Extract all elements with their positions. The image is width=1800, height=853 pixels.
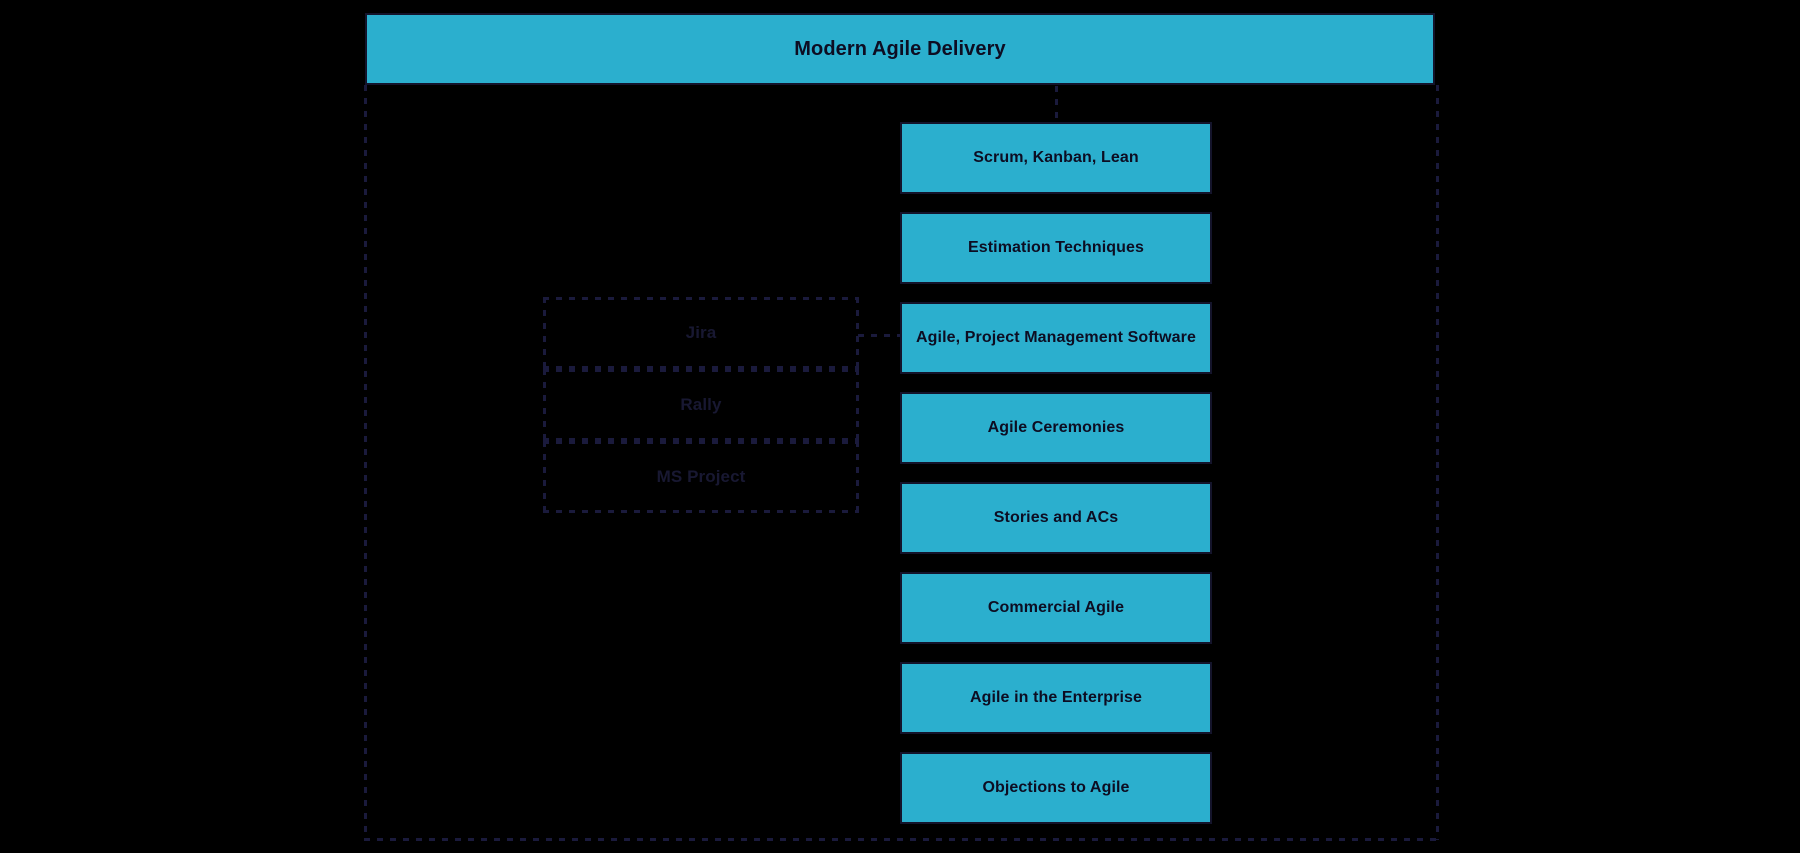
topic-label: Objections to Agile [982, 779, 1130, 797]
topic-label: Agile Ceremonies [987, 419, 1125, 437]
tool-box-ms-project[interactable]: MS Project [543, 441, 859, 513]
header-box[interactable]: Modern Agile Delivery [365, 13, 1435, 85]
topic-label: Commercial Agile [987, 599, 1125, 617]
tool-box-edge-left [543, 297, 546, 369]
topic-box-scrum-kanban-lean[interactable]: Scrum, Kanban, Lean [900, 122, 1212, 194]
tool-label: MS Project [656, 467, 746, 486]
tool-label: Rally [680, 395, 722, 414]
tool-box-edge-top [543, 297, 859, 300]
topic-box-agile-project-management-software[interactable]: Agile, Project Management Software [900, 302, 1212, 374]
tool-box-edge-bottom [543, 510, 859, 513]
tool-box-jira[interactable]: Jira [543, 297, 859, 369]
frame-bottom-dashed-line [364, 838, 1439, 841]
topic-label: Stories and ACs [993, 509, 1119, 527]
topic-box-objections-to-agile[interactable]: Objections to Agile [900, 752, 1212, 824]
tool-box-edge-left [543, 369, 546, 441]
topic-box-agile-in-the-enterprise[interactable]: Agile in the Enterprise [900, 662, 1212, 734]
topic-label: Agile in the Enterprise [969, 689, 1143, 707]
tools-group: Jira Rally MS Project [543, 297, 859, 515]
tool-box-edge-left [543, 441, 546, 513]
topic-column: Scrum, Kanban, Lean Estimation Technique… [900, 122, 1212, 842]
topic-label: Estimation Techniques [967, 239, 1145, 257]
topic-label: Agile, Project Management Software [916, 329, 1196, 347]
tool-label: Jira [685, 323, 717, 342]
topic-box-stories-and-acs[interactable]: Stories and ACs [900, 482, 1212, 554]
tool-box-edge-right [856, 441, 859, 513]
page-title: Modern Agile Delivery [794, 37, 1006, 60]
tool-box-rally[interactable]: Rally [543, 369, 859, 441]
tool-box-edge-top [543, 369, 859, 372]
connector-header-to-topics [1055, 86, 1058, 122]
connector-tools-to-topic [858, 334, 902, 337]
tool-box-edge-top [543, 441, 859, 444]
topic-box-estimation-techniques[interactable]: Estimation Techniques [900, 212, 1212, 284]
tool-box-edge-right [856, 369, 859, 441]
frame-left-dashed-line [364, 85, 367, 840]
topic-box-agile-ceremonies[interactable]: Agile Ceremonies [900, 392, 1212, 464]
topic-box-commercial-agile[interactable]: Commercial Agile [900, 572, 1212, 644]
frame-right-dashed-line [1436, 85, 1439, 840]
topic-label: Scrum, Kanban, Lean [973, 149, 1139, 167]
tool-box-edge-right [856, 297, 859, 369]
